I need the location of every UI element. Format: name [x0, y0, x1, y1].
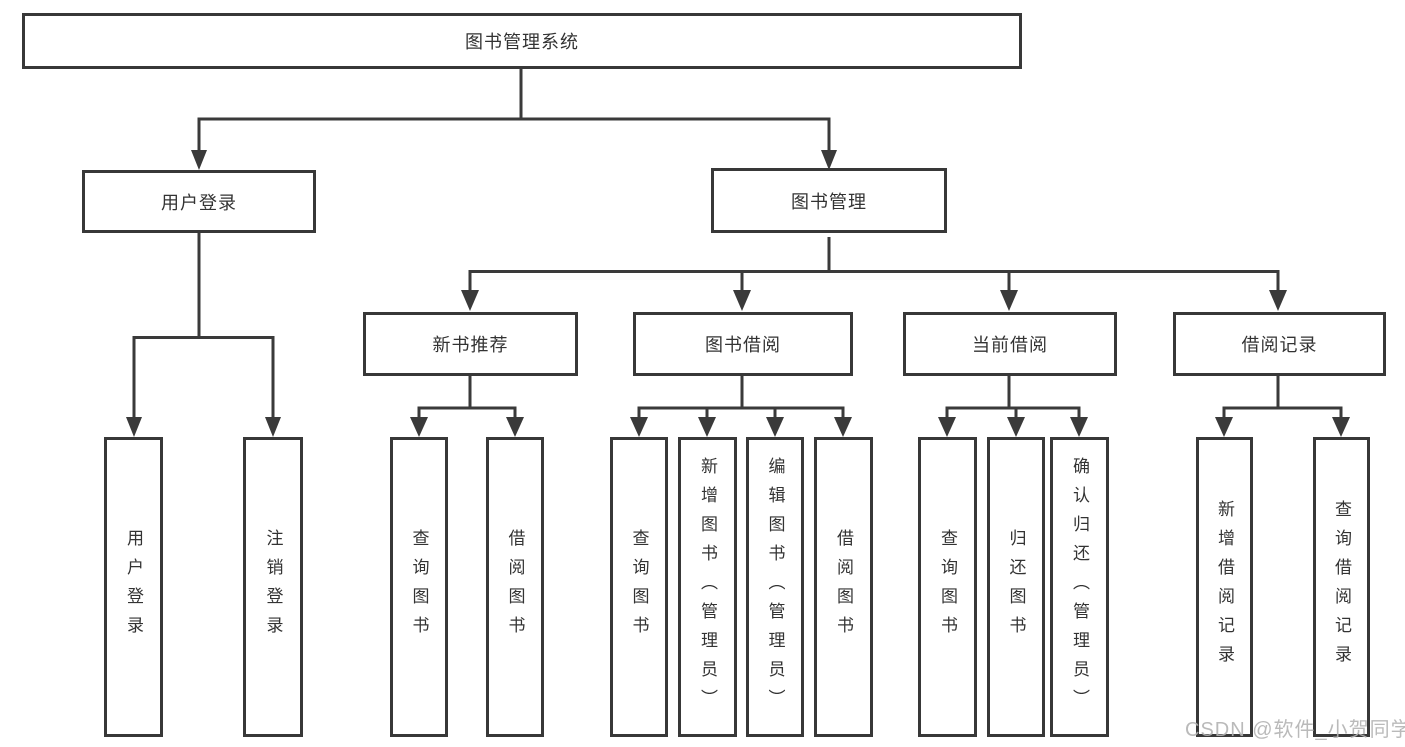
leaf-add-borrow-record: 新增借阅记录	[1196, 437, 1253, 737]
leaf-return-book: 归还图书	[987, 437, 1045, 737]
leaf-query-book-borrow: 查询图书	[610, 437, 668, 737]
leaf-user-login: 用户登录	[104, 437, 163, 737]
node-book-management-label: 图书管理	[791, 191, 867, 212]
arrow-head	[126, 417, 142, 437]
arrow-head	[1000, 290, 1018, 311]
connector-line	[468, 237, 1280, 291]
node-book-borrow-label: 图书借阅	[705, 335, 781, 355]
leaf-logout: 注销登录	[243, 437, 303, 737]
leaf-borrow-book-recommend: 借阅图书	[486, 437, 544, 737]
arrow-head	[1007, 417, 1025, 437]
node-new-book-recommend: 新书推荐	[363, 312, 578, 376]
arrow-head	[410, 417, 428, 437]
arrow-head	[506, 417, 524, 437]
leaf-query-book-recommend: 查询图书	[390, 437, 448, 737]
arrow-head	[461, 290, 479, 311]
arrow-head	[1215, 417, 1233, 437]
leaf-borrow-book-label: 借阅图书	[834, 529, 853, 645]
leaf-add-book-admin-label: 新增图书（管理员）	[698, 456, 717, 718]
connector-line	[1222, 376, 1343, 418]
node-book-borrow: 图书借阅	[633, 312, 853, 376]
node-borrow-records: 借阅记录	[1173, 312, 1386, 376]
node-current-borrow-label: 当前借阅	[972, 335, 1048, 355]
leaf-query-book-current-label: 查询图书	[938, 529, 957, 645]
leaf-confirm-return-admin-label: 确认归还（管理员）	[1070, 456, 1089, 718]
node-book-management: 图书管理	[711, 168, 947, 233]
leaf-add-book-admin: 新增图书（管理员）	[678, 437, 737, 737]
arrow-head	[733, 290, 751, 311]
arrow-head	[1070, 417, 1088, 437]
connector-line	[197, 69, 831, 151]
leaf-confirm-return-admin: 确认归还（管理员）	[1050, 437, 1109, 737]
leaf-query-borrow-record-label: 查询借阅记录	[1332, 500, 1351, 674]
node-root: 图书管理系统	[22, 13, 1022, 69]
arrow-head	[698, 417, 716, 437]
leaf-query-borrow-record: 查询借阅记录	[1313, 437, 1370, 737]
node-root-label: 图书管理系统	[465, 32, 579, 52]
leaf-add-borrow-record-label: 新增借阅记录	[1215, 500, 1234, 674]
connector-line	[132, 233, 275, 418]
arrow-head	[834, 417, 852, 437]
connector-line	[417, 376, 517, 418]
connector-line	[945, 376, 1081, 418]
node-new-book-recommend-label: 新书推荐	[432, 335, 509, 355]
leaf-edit-book-admin: 编辑图书（管理员）	[746, 437, 804, 737]
arrow-head	[938, 417, 956, 437]
arrow-head	[630, 417, 648, 437]
arrow-head	[1269, 290, 1287, 311]
leaf-borrow-book-recommend-label: 借阅图书	[505, 529, 525, 645]
arrow-head	[265, 417, 281, 437]
leaf-query-book-borrow-label: 查询图书	[629, 529, 649, 645]
arrow-head	[191, 150, 207, 170]
leaf-query-book-recommend-label: 查询图书	[409, 529, 429, 645]
leaf-borrow-book: 借阅图书	[814, 437, 873, 737]
leaf-edit-book-admin-label: 编辑图书（管理员）	[765, 456, 785, 718]
node-borrow-records-label: 借阅记录	[1241, 335, 1318, 355]
leaf-return-book-label: 归还图书	[1006, 529, 1026, 645]
node-user-login: 用户登录	[82, 170, 316, 233]
connector-line	[637, 376, 845, 418]
arrow-head	[1332, 417, 1350, 437]
arrow-head	[766, 417, 784, 437]
node-user-login-label: 用户登录	[161, 192, 237, 213]
node-current-borrow: 当前借阅	[903, 312, 1117, 376]
watermark-text: CSDN @软件_小贺同学	[1185, 719, 1405, 741]
leaf-logout-label: 注销登录	[263, 529, 283, 645]
leaf-user-login-label: 用户登录	[124, 529, 143, 645]
arrow-head	[821, 150, 837, 170]
leaf-query-book-current: 查询图书	[918, 437, 977, 737]
